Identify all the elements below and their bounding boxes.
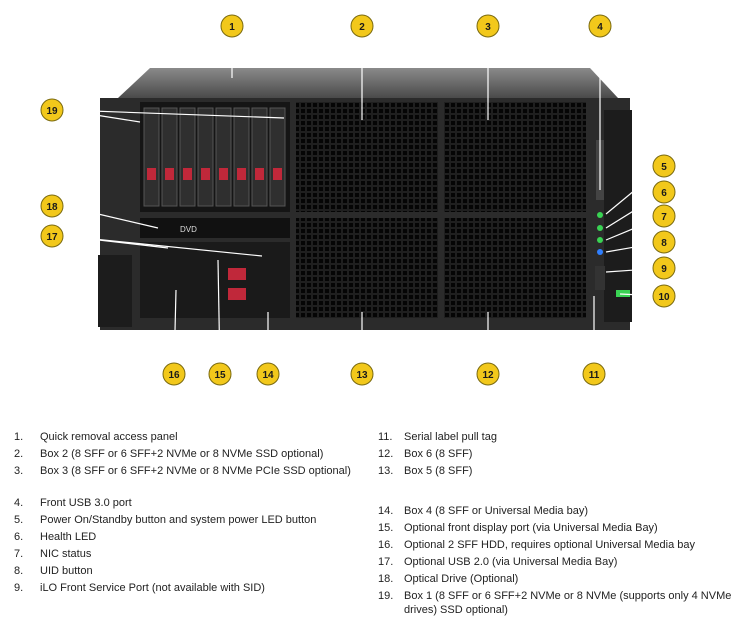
legend-item: 8.UID button <box>14 565 93 577</box>
box2-vent <box>296 102 438 212</box>
svg-text:14: 14 <box>262 370 274 381</box>
svg-text:16: 16 <box>168 370 180 381</box>
legend-item: 7.NIC status <box>14 548 92 560</box>
legend-item: 19.Box 1 (8 SFF or 6 SFF+2 NVMe or 8 NVM… <box>378 590 732 616</box>
ilo-service-port <box>595 266 605 290</box>
callout-2: 2 <box>350 14 374 38</box>
legend-item: 14.Box 4 (8 SFF or Universal Media bay) <box>378 505 589 517</box>
health-led <box>597 225 603 231</box>
right-rack-ear <box>604 110 632 322</box>
callout-3: 3 <box>476 14 500 38</box>
svg-text:1: 1 <box>229 22 235 33</box>
drive-latch <box>183 168 192 180</box>
svg-text:13: 13 <box>356 370 368 381</box>
box3-vent <box>444 102 586 212</box>
server-front-view-diagram: DVD 1 2 <box>40 14 676 386</box>
box6-vent <box>444 218 586 318</box>
callout-11: 11 <box>582 362 606 386</box>
sff-hdd-latch-2 <box>228 288 246 300</box>
drive-latch <box>273 168 282 180</box>
drive-carrier <box>269 107 286 207</box>
drive-latch <box>255 168 264 180</box>
svg-text:17: 17 <box>46 232 58 243</box>
callout-6: 6 <box>652 180 676 204</box>
svg-text:15: 15 <box>214 370 226 381</box>
svg-text:3: 3 <box>485 22 491 33</box>
left-rack-ear <box>98 255 132 327</box>
nic-led <box>597 237 603 243</box>
legend-item: 11.Serial label pull tag <box>378 431 497 443</box>
legend-item: 6.Health LED <box>14 531 97 543</box>
legend-item: 15.Optional front display port (via Univ… <box>378 522 658 534</box>
sff-hdd-latch-1 <box>228 268 246 280</box>
svg-text:9: 9 <box>661 264 667 275</box>
callout-12: 12 <box>476 362 500 386</box>
drive-carrier <box>161 107 178 207</box>
legend-item: 1.Quick removal access panel <box>14 431 178 443</box>
serial-label-tag <box>616 290 630 297</box>
drive-carrier <box>197 107 214 207</box>
drive-latch <box>165 168 174 180</box>
uid-button <box>597 249 603 255</box>
legend-item: 3.Box 3 (8 SFF or 6 SFF+2 NVMe or 8 NVMe… <box>14 465 351 477</box>
svg-text:4: 4 <box>597 22 603 33</box>
callout-15: 15 <box>208 362 232 386</box>
server-chassis: DVD <box>98 68 632 330</box>
callout-5: 5 <box>652 154 676 178</box>
svg-text:12: 12 <box>482 370 494 381</box>
legend-item: 9.iLO Front Service Port (not available … <box>14 582 265 594</box>
drive-carrier <box>179 107 196 207</box>
drive-latch <box>147 168 156 180</box>
callout-1: 1 <box>220 14 244 38</box>
callout-16: 16 <box>162 362 186 386</box>
svg-text:19: 19 <box>46 106 58 117</box>
legend-item: 12.Box 6 (8 SFF) <box>378 448 473 460</box>
box1-drives <box>143 107 286 207</box>
drive-carrier <box>251 107 268 207</box>
legend-item: 16.Optional 2 SFF HDD, requires optional… <box>378 539 696 551</box>
svg-text:10: 10 <box>658 292 670 303</box>
box5-vent <box>296 218 438 318</box>
drive-latch <box>219 168 228 180</box>
optical-drive <box>140 218 290 238</box>
svg-text:2: 2 <box>359 22 365 33</box>
svg-text:8: 8 <box>661 238 667 249</box>
callout-19: 19 <box>40 98 64 122</box>
drive-carrier <box>233 107 250 207</box>
callout-4: 4 <box>588 14 612 38</box>
legend-item: 18.Optical Drive (Optional) <box>378 573 519 585</box>
svg-text:11: 11 <box>589 370 600 381</box>
drive-latch <box>201 168 210 180</box>
optical-drive-label: DVD <box>180 225 197 234</box>
callout-17: 17 <box>40 224 64 248</box>
callout-8: 8 <box>652 230 676 254</box>
legend-item: 17.Optional USB 2.0 (via Universal Media… <box>378 556 618 568</box>
callout-10: 10 <box>652 284 676 308</box>
callout-13: 13 <box>350 362 374 386</box>
drive-carrier <box>215 107 232 207</box>
legend-item: 2.Box 2 (8 SFF or 6 SFF+2 NVMe or 8 NVMe… <box>14 448 324 460</box>
power-led <box>597 212 603 218</box>
callout-7: 7 <box>652 204 676 228</box>
callout-markers: 1 2 3 4 5 6 7 8 9 10 11 12 13 14 15 16 1… <box>40 14 676 386</box>
callout-9: 9 <box>652 256 676 280</box>
svg-text:6: 6 <box>661 188 667 199</box>
callout-18: 18 <box>40 194 64 218</box>
drive-latch <box>237 168 246 180</box>
drive-carrier <box>143 107 160 207</box>
leader-lines <box>63 27 665 373</box>
callout-14: 14 <box>256 362 280 386</box>
legend-item: 5.Power On/Standby button and system pow… <box>14 514 317 526</box>
svg-text:7: 7 <box>661 212 667 223</box>
box4-media-bay <box>140 242 290 318</box>
legend-item: 13.Box 5 (8 SFF) <box>378 465 473 477</box>
svg-text:18: 18 <box>46 202 58 213</box>
svg-text:5: 5 <box>661 162 667 173</box>
legend-item: 4.Front USB 3.0 port <box>14 497 132 509</box>
